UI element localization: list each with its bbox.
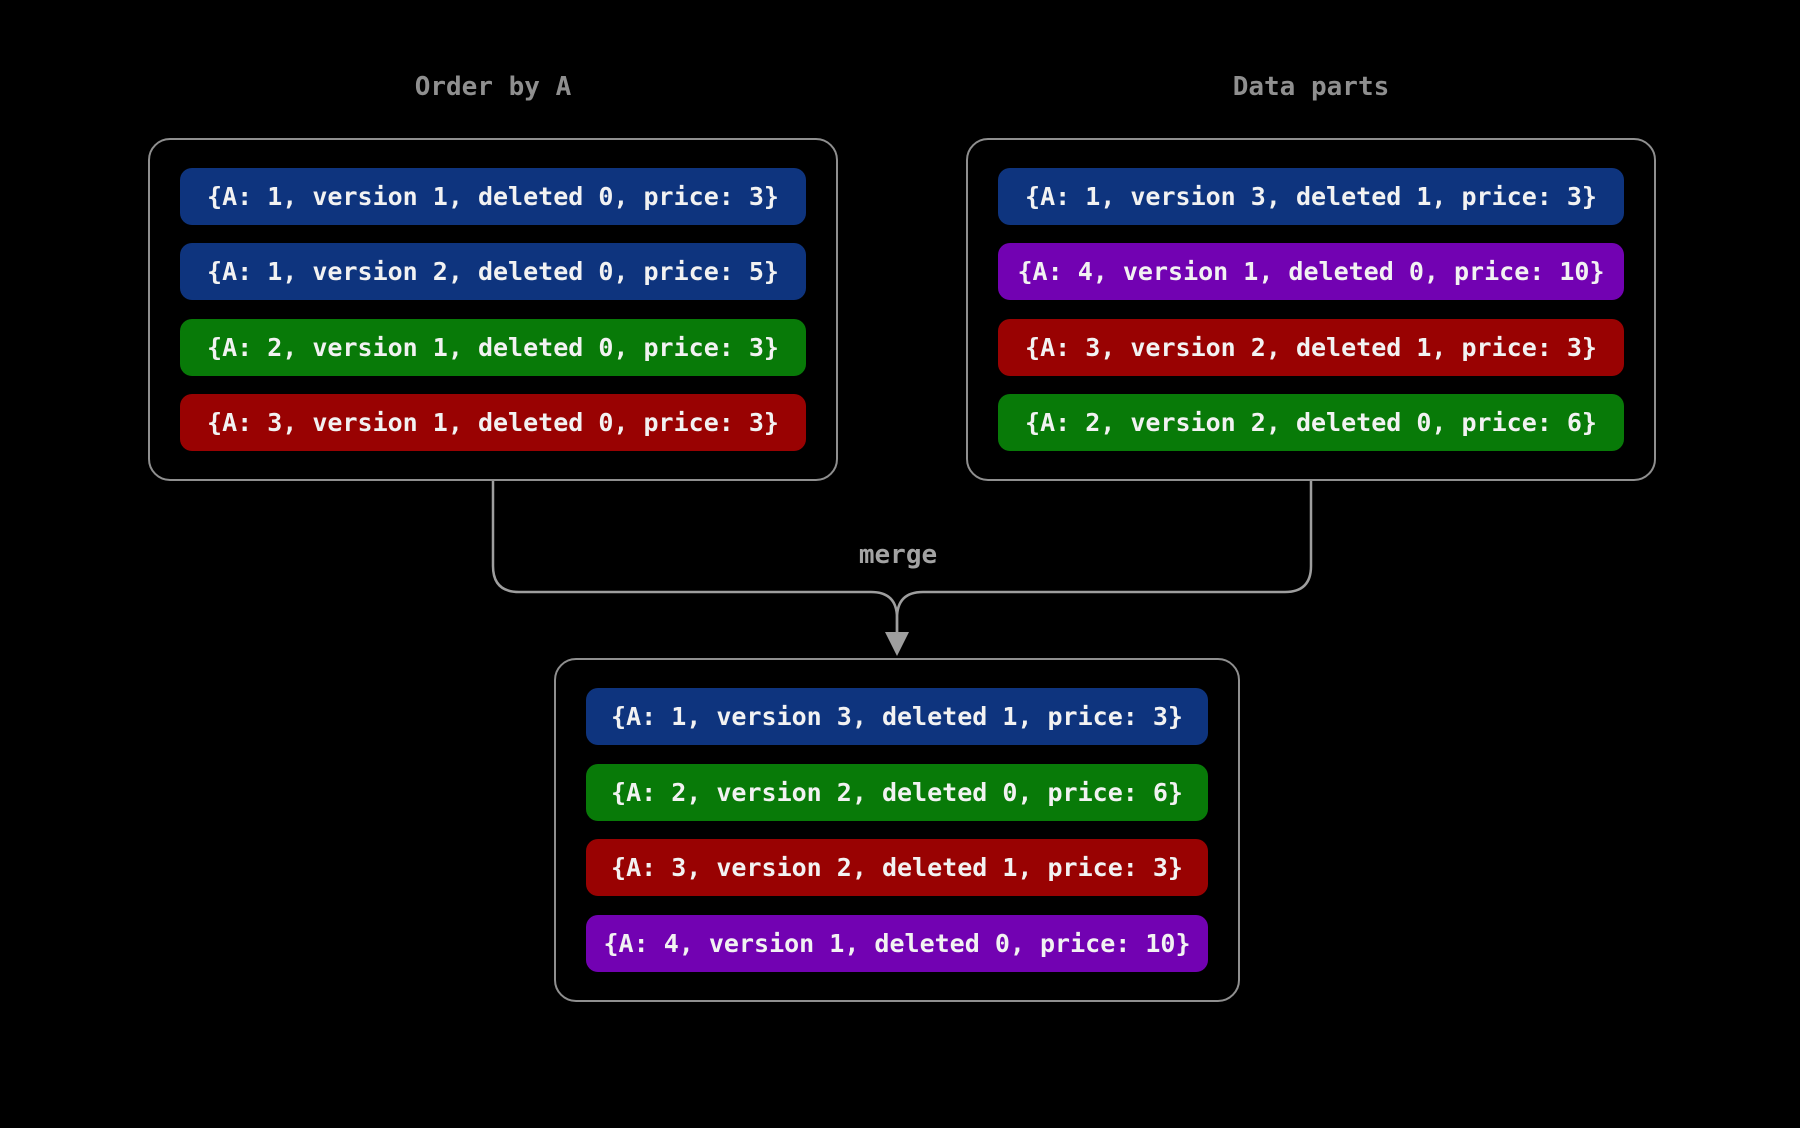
left-panel-title: Order by A: [414, 72, 572, 102]
arrowhead-icon: [885, 632, 909, 656]
merged-panel-box: {A: 1, version 3, deleted 1, price: 3} {…: [554, 658, 1240, 1002]
part-row: {A: 2, version 1, deleted 0, price: 3}: [180, 318, 806, 376]
part-row: {A: 1, version 1, deleted 0, price: 3}: [180, 168, 806, 225]
part-row: {A: 3, version 2, deleted 1, price: 3}: [586, 839, 1208, 897]
part-row: {A: 1, version 3, deleted 1, price: 3}: [998, 168, 1624, 225]
merge-label: merge: [858, 540, 938, 570]
part-row: {A: 2, version 2, deleted 0, price: 6}: [998, 393, 1624, 451]
part-row: {A: 4, version 1, deleted 0, price: 10}: [586, 914, 1208, 972]
right-panel-title: Data parts: [1232, 72, 1390, 102]
part-row: {A: 4, version 1, deleted 0, price: 10}: [998, 243, 1624, 301]
part-row: {A: 1, version 2, deleted 0, price: 5}: [180, 243, 806, 301]
left-panel-box: {A: 1, version 1, deleted 0, price: 3} {…: [148, 138, 838, 481]
part-row: {A: 1, version 3, deleted 1, price: 3}: [586, 688, 1208, 745]
part-row: {A: 2, version 2, deleted 0, price: 6}: [586, 763, 1208, 821]
part-row: {A: 3, version 1, deleted 0, price: 3}: [180, 393, 806, 451]
part-row: {A: 3, version 2, deleted 1, price: 3}: [998, 318, 1624, 376]
right-panel-box: {A: 1, version 3, deleted 1, price: 3} {…: [966, 138, 1656, 481]
